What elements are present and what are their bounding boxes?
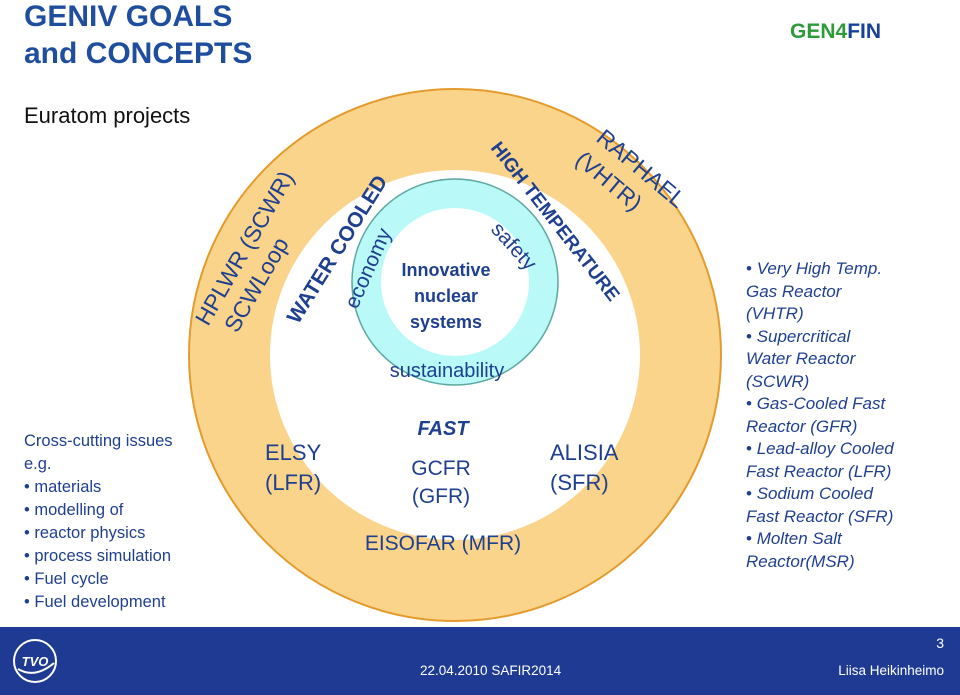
core-label-line1: Innovative bbox=[401, 260, 490, 280]
legend-line: Supercritical bbox=[756, 326, 851, 346]
legend-line: Reactor(MSR) bbox=[746, 551, 855, 571]
legend-line: Molten Salt bbox=[756, 529, 842, 548]
concept-diagram: HPLWR (SCWR) SCWLoop RAPHAEL (VHTR) ELSY… bbox=[188, 88, 722, 622]
reactor-list: • Very High Temp. Gas Reactor (VHTR) • Sup… bbox=[740, 258, 950, 573]
bullet: • bbox=[746, 326, 752, 346]
gen4fin-logo: GEN4FIN bbox=[790, 20, 881, 44]
cross-cutting-issues: Cross-cutting issues e.g. materials mode… bbox=[24, 430, 224, 614]
bullet: • bbox=[746, 529, 752, 548]
bullet: • bbox=[746, 259, 752, 278]
legend-line: Fast Reactor (SFR) bbox=[746, 506, 894, 526]
list-item: Fuel development bbox=[24, 591, 224, 614]
outer-label-elsy-type: (LFR) bbox=[265, 470, 321, 495]
footer-bar: TVO 3 22.04.2010 SAFIR2014 Liisa Heikinh… bbox=[0, 627, 960, 695]
brand-part-2: FIN bbox=[847, 20, 882, 43]
inner-label-sustainability: sustainability bbox=[390, 360, 505, 382]
list-item: materials bbox=[24, 476, 224, 499]
legend-line: Gas Reactor bbox=[746, 281, 842, 301]
list-item: modelling of bbox=[24, 499, 224, 522]
subtitle: Euratom projects bbox=[24, 103, 191, 128]
eisofar-label: EISOFAR (MFR) bbox=[365, 532, 521, 555]
page-title: GENIV GOALS and CONCEPTS bbox=[24, 0, 252, 72]
core-label-line2: nuclear bbox=[414, 286, 478, 306]
cross-cutting-list: materials modelling of reactor physics p… bbox=[24, 476, 224, 614]
bullet: • bbox=[746, 439, 752, 458]
outer-label-alisia-type: (SFR) bbox=[550, 470, 609, 495]
brand-part-1: GEN4 bbox=[790, 20, 848, 43]
list-item: Fuel cycle bbox=[24, 568, 224, 591]
footer-author: Liisa Heikinheimo bbox=[838, 663, 944, 678]
legend-line: Sodium Cooled bbox=[756, 484, 873, 503]
reactor-legend: • Very High Temp. Gas Reactor (VHTR) • Sup… bbox=[740, 258, 950, 573]
legend-line: Very High Temp. bbox=[756, 259, 883, 278]
title-line-1: GENIV GOALS bbox=[24, 0, 233, 33]
legend-line: (VHTR) bbox=[746, 304, 804, 323]
legend-line: Lead-alloy Cooled bbox=[756, 439, 894, 458]
core-label-line3: systems bbox=[410, 312, 482, 332]
middle-label-fast: FAST bbox=[417, 418, 470, 440]
cross-cutting-eg: e.g. bbox=[24, 455, 52, 473]
legend-line: Water Reactor bbox=[746, 349, 856, 368]
cross-cutting-heading: Cross-cutting issues bbox=[24, 432, 173, 450]
bullet: • bbox=[746, 484, 752, 503]
gcfr-type-label: (GFR) bbox=[412, 485, 470, 508]
bullet: • bbox=[746, 394, 752, 413]
outer-label-alisia: ALISIA bbox=[550, 440, 619, 465]
title-line-2: and CONCEPTS bbox=[24, 37, 253, 70]
legend-line: Fast Reactor (LFR) bbox=[746, 461, 892, 481]
list-item: • Very High Temp. Gas Reactor (VHTR) bbox=[740, 258, 950, 326]
legend-line: (SCWR) bbox=[746, 371, 810, 391]
page-number: 3 bbox=[936, 635, 944, 651]
legend-line: Gas-Cooled Fast bbox=[756, 394, 886, 413]
gcfr-label: GCFR bbox=[411, 457, 471, 480]
tvo-logo-text: TVO bbox=[22, 654, 49, 669]
list-item: process simulation bbox=[24, 545, 224, 568]
core-circle bbox=[381, 208, 529, 356]
footer-date: 22.04.2010 SAFIR2014 bbox=[420, 663, 562, 678]
tvo-logo-icon: TVO bbox=[13, 639, 57, 683]
list-item: reactor physics bbox=[24, 522, 224, 545]
outer-label-elsy: ELSY bbox=[265, 440, 322, 465]
legend-line: Reactor (GFR) bbox=[746, 416, 858, 436]
